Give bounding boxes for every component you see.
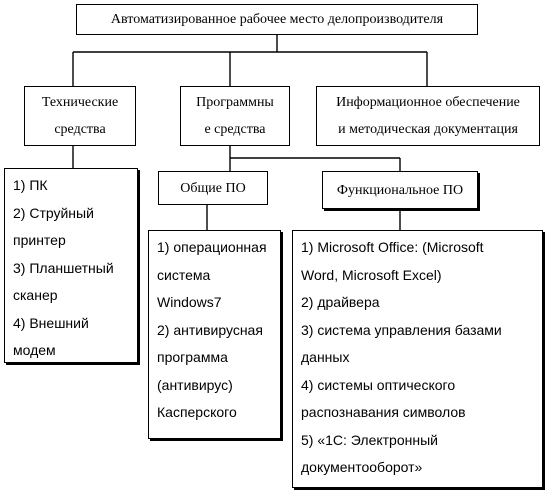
list-item: Касперского <box>157 404 237 420</box>
list-item: сканер <box>13 287 58 303</box>
list-item: 4) системы оптического <box>301 376 456 393</box>
list-item: система <box>157 266 211 283</box>
root-node: Автоматизированное рабочее место делопро… <box>76 4 478 35</box>
general-items-list: 1) операционная система Windows7 2) анти… <box>148 230 281 439</box>
list-item: 4) Внешний <box>13 314 89 331</box>
list-item: 1) Microsoft Office: (Microsoft <box>301 239 484 255</box>
list-item: модем <box>13 342 56 358</box>
category-technical-line-2: средства <box>54 122 106 137</box>
list-item: 2) антивирусная <box>157 321 263 338</box>
list-item: принтер <box>13 232 66 248</box>
list-item: 2) Струйный <box>13 204 94 221</box>
list-item: данных <box>301 349 350 365</box>
list-item: 1) ПК <box>13 177 48 193</box>
category-info: Информационное обеспечение и методическа… <box>316 86 540 146</box>
group-general-label: Общие ПО <box>180 180 246 196</box>
group-functional: Функциональное ПО <box>322 171 478 209</box>
list-item: (антивирус) <box>157 376 233 393</box>
category-software: Программны е средства <box>180 86 290 146</box>
list-item: 3) Планшетный <box>13 259 114 276</box>
list-item: 2) драйвера <box>301 294 380 310</box>
list-item: документооборот» <box>301 459 423 475</box>
functional-items-list: 1) Microsoft Office: (Microsoft Word, Mi… <box>292 230 543 488</box>
list-item: распознавания символов <box>301 404 466 420</box>
list-item: Windows7 <box>157 294 222 310</box>
root-title: Автоматизированное рабочее место делопро… <box>110 12 444 27</box>
list-item: 1) операционная <box>157 239 267 255</box>
group-general: Общие ПО <box>158 171 268 205</box>
category-technical: Технические средства <box>24 86 136 146</box>
category-technical-line-1: Технические <box>41 95 119 110</box>
technical-items-list: 1) ПК 2) Струйный принтер 3) Планшетный … <box>4 168 138 363</box>
list-item: программа <box>157 349 228 365</box>
list-item: 3) система управления базами <box>301 321 502 338</box>
list-item: 5) «1С: Электронный <box>301 431 438 448</box>
category-info-line-2: и методическая документация <box>338 122 518 137</box>
list-item: Word, Microsoft Excel) <box>301 266 442 283</box>
category-info-line-1: Информационное обеспечение <box>336 95 520 110</box>
group-functional-label: Функциональное ПО <box>336 182 464 198</box>
category-software-line-1: Программны <box>196 95 274 110</box>
category-software-line-2: е средства <box>204 122 266 137</box>
